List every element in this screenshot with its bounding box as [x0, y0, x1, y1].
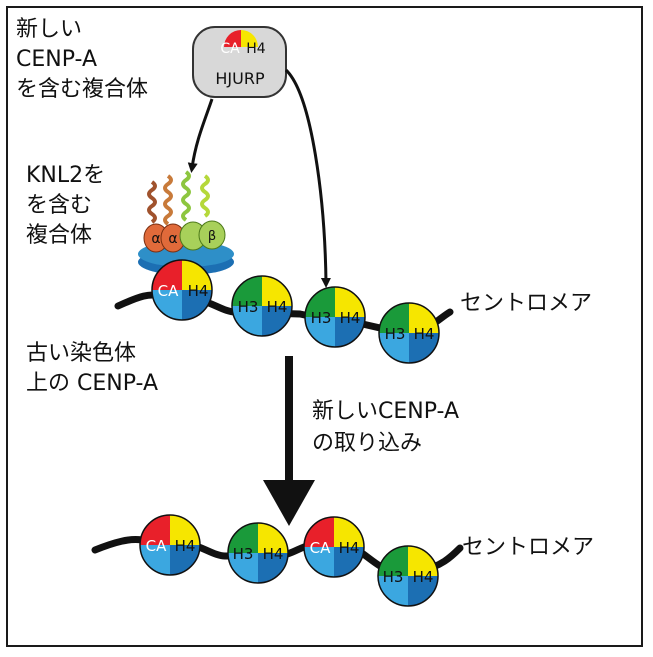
knl2-beta-subunit-2	[198, 220, 226, 250]
hjurp-shape	[192, 26, 287, 98]
nuc-label-ca: CA	[146, 537, 167, 555]
incorporation-arrow-head	[263, 480, 315, 526]
bottom-nucleosome-h3-1: H3 H4	[227, 522, 289, 584]
nuc-label-ca: CA	[158, 282, 179, 300]
new-complex-label-line2: CENP-A	[16, 47, 98, 72]
new-cenpa-complex: CA H4 HJURP	[192, 26, 287, 98]
bottom-nucleosome-h3-2: H3 H4	[377, 545, 439, 607]
incorporation-label-line1: 新しいCENP-A	[312, 399, 460, 424]
nuc-label-h4: H4	[339, 539, 360, 557]
new-complex-label-line3: を含む複合体	[16, 77, 149, 102]
bottom-nucleosome-cenpa-2: CA H4	[303, 516, 365, 578]
top-nucleosome-h3-1: H3 H4	[231, 275, 293, 337]
complex-h4-label: H4	[246, 41, 266, 57]
old-chromatin-label-line2: 上の CENP-A	[26, 371, 159, 396]
nuc-label-h3: H3	[383, 568, 404, 586]
knl2-beta-label: β	[208, 229, 216, 244]
bottom-nucleosome-cenpa-1: CA H4	[139, 514, 201, 576]
arrow-to-knl2	[187, 98, 214, 173]
complex-ca-label: CA	[220, 41, 240, 57]
knl2-label-line2: を含む	[26, 193, 93, 218]
knl2-alpha-label-1: α	[151, 231, 160, 247]
new-complex-label-line1: 新しい	[16, 17, 83, 42]
knl2-label-line3: 複合体	[26, 223, 93, 248]
nuc-label-h4: H4	[413, 568, 434, 586]
hjurp-label: HJURP	[215, 69, 265, 88]
centromere-label-bottom: セントロメア	[462, 535, 595, 560]
top-nucleosome-cenpa: CA H4	[151, 259, 213, 321]
knl2-coil-4	[200, 174, 210, 218]
knl2-label-line1: KNL2を	[26, 163, 106, 188]
complex-ca-segment	[224, 30, 241, 47]
top-nucleosome-h3-3: H3 H4	[378, 302, 440, 364]
nuc-label-h3: H3	[311, 309, 332, 327]
nuc-label-h3: H3	[385, 325, 406, 343]
centromere-label-top: セントロメア	[460, 291, 593, 316]
nuc-label-h4: H4	[263, 545, 284, 563]
nuc-label-h3: H3	[238, 298, 259, 316]
incorporation-label-line2: の取り込み	[312, 431, 423, 456]
arrow-to-centromere	[284, 68, 331, 288]
knl2-coil-1	[147, 180, 157, 224]
knl2-coil-3	[181, 170, 191, 222]
nuc-label-h4: H4	[175, 537, 196, 555]
nuc-label-h4: H4	[267, 298, 288, 316]
nuc-label-h4: H4	[188, 282, 209, 300]
complex-h4-segment	[241, 30, 258, 47]
top-nucleosome-h3-2: H3 H4	[304, 286, 366, 348]
nuc-label-ca: CA	[310, 539, 331, 557]
nuc-label-h4: H4	[340, 309, 361, 327]
nuc-label-h3: H3	[233, 545, 254, 563]
nuc-label-h4: H4	[414, 325, 435, 343]
knl2-coil-2	[163, 174, 173, 226]
old-chromatin-label-line1: 古い染色体	[26, 341, 137, 366]
knl2-alpha-label-2: α	[168, 231, 177, 247]
